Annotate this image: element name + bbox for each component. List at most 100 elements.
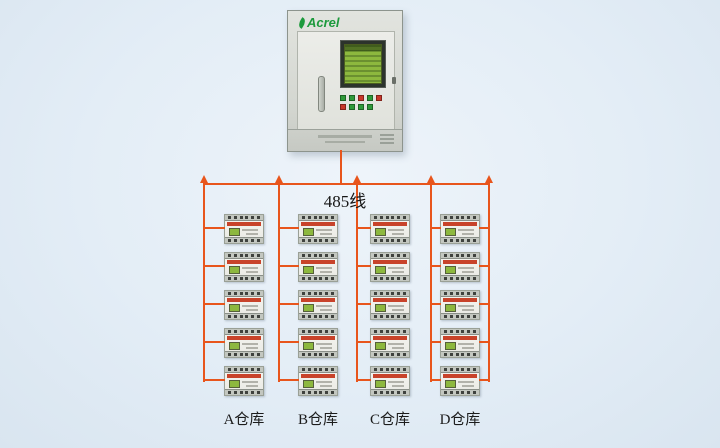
arrow-up-icon (353, 175, 361, 183)
power-meter-module (204, 214, 264, 244)
bus-label: 485线 (323, 192, 367, 211)
module-text-line (316, 267, 332, 269)
module-face (302, 265, 334, 275)
leaf-icon (296, 16, 308, 29)
warehouse-label-c: C仓库 (369, 412, 410, 428)
module-text-line (388, 229, 404, 231)
module-stripe (373, 298, 407, 302)
mini-lcd (375, 342, 386, 350)
module-face (302, 303, 334, 313)
module-text-line (246, 233, 258, 235)
mini-lcd (303, 380, 314, 388)
brand-text: Acrel (307, 15, 340, 30)
module-text-line (320, 271, 332, 273)
arrow-up-icon (275, 175, 283, 183)
module-text-line (458, 305, 474, 307)
module-text-line (242, 229, 258, 231)
module-stripe (443, 374, 477, 378)
module-face (444, 303, 476, 313)
module-stripe (227, 298, 261, 302)
mini-lcd (229, 228, 240, 236)
module-text-line (462, 233, 474, 235)
power-meter-module (204, 290, 264, 320)
module-stripe (227, 222, 261, 226)
mini-lcd (229, 342, 240, 350)
module-text-line (462, 309, 474, 311)
module-text-line (320, 385, 332, 387)
power-meter-module (431, 366, 488, 396)
warehouse-label-a: A仓库 (223, 412, 265, 428)
device-column-c (357, 214, 410, 404)
module-text-line (462, 385, 474, 387)
door-handle (318, 76, 325, 112)
module-text-line (388, 305, 404, 307)
module-text-line (320, 233, 332, 235)
power-meter-module (431, 290, 488, 320)
mini-lcd (303, 228, 314, 236)
module-text-line (392, 385, 404, 387)
terminal-strip (441, 351, 479, 357)
control-cabinet: Acrel (287, 10, 403, 152)
terminal-strip (441, 291, 479, 297)
terminal-strip (371, 291, 409, 297)
module-text-line (320, 309, 332, 311)
arrow-up-icon (200, 175, 208, 183)
power-meter-module (431, 328, 488, 358)
power-meter-module (431, 214, 488, 244)
cabinet-door (297, 31, 395, 130)
module-text-line (320, 347, 332, 349)
module-text-line (246, 271, 258, 273)
module-text-line (316, 381, 332, 383)
module-text-line (242, 267, 258, 269)
terminal-strip (299, 237, 337, 243)
terminal-strip (299, 275, 337, 281)
device-column-d (431, 214, 488, 404)
terminal-strip (299, 253, 337, 259)
module-text-line (392, 309, 404, 311)
mini-lcd (303, 266, 314, 274)
terminal-strip (441, 389, 479, 395)
module-face (444, 265, 476, 275)
panel-button (340, 95, 346, 101)
module-face (228, 341, 260, 351)
terminal-strip (299, 367, 337, 373)
arrow-up-icon (427, 175, 435, 183)
panel-button (358, 104, 364, 110)
module-text-line (392, 271, 404, 273)
mini-lcd (229, 380, 240, 388)
module-stripe (443, 336, 477, 340)
module-face (302, 379, 334, 389)
module-stripe (301, 222, 335, 226)
terminal-strip (225, 215, 263, 221)
feeder-line-d (430, 184, 432, 382)
power-meter-module (357, 252, 410, 282)
terminal-strip (299, 313, 337, 319)
mini-lcd (303, 342, 314, 350)
feeder-line-b (278, 184, 280, 382)
power-meter-module (279, 328, 338, 358)
terminal-strip (441, 275, 479, 281)
feeder-line-d-right (488, 184, 490, 382)
terminal-strip (371, 367, 409, 373)
module-face (374, 341, 406, 351)
terminal-strip (371, 389, 409, 395)
terminal-strip (225, 253, 263, 259)
lcd-screen (340, 40, 386, 88)
terminal-strip (225, 275, 263, 281)
lcd-display (344, 44, 382, 84)
terminal-strip (371, 351, 409, 357)
terminal-strip (225, 367, 263, 373)
module-text-line (242, 343, 258, 345)
module-text-line (242, 305, 258, 307)
power-meter-module (204, 328, 264, 358)
module-text-line (462, 347, 474, 349)
module-text-line (462, 271, 474, 273)
module-face (228, 265, 260, 275)
module-text-line (458, 343, 474, 345)
terminal-strip (225, 351, 263, 357)
module-stripe (443, 260, 477, 264)
power-meter-module (279, 290, 338, 320)
panel-button (349, 95, 355, 101)
module-text-line (316, 343, 332, 345)
module-stripe (443, 298, 477, 302)
